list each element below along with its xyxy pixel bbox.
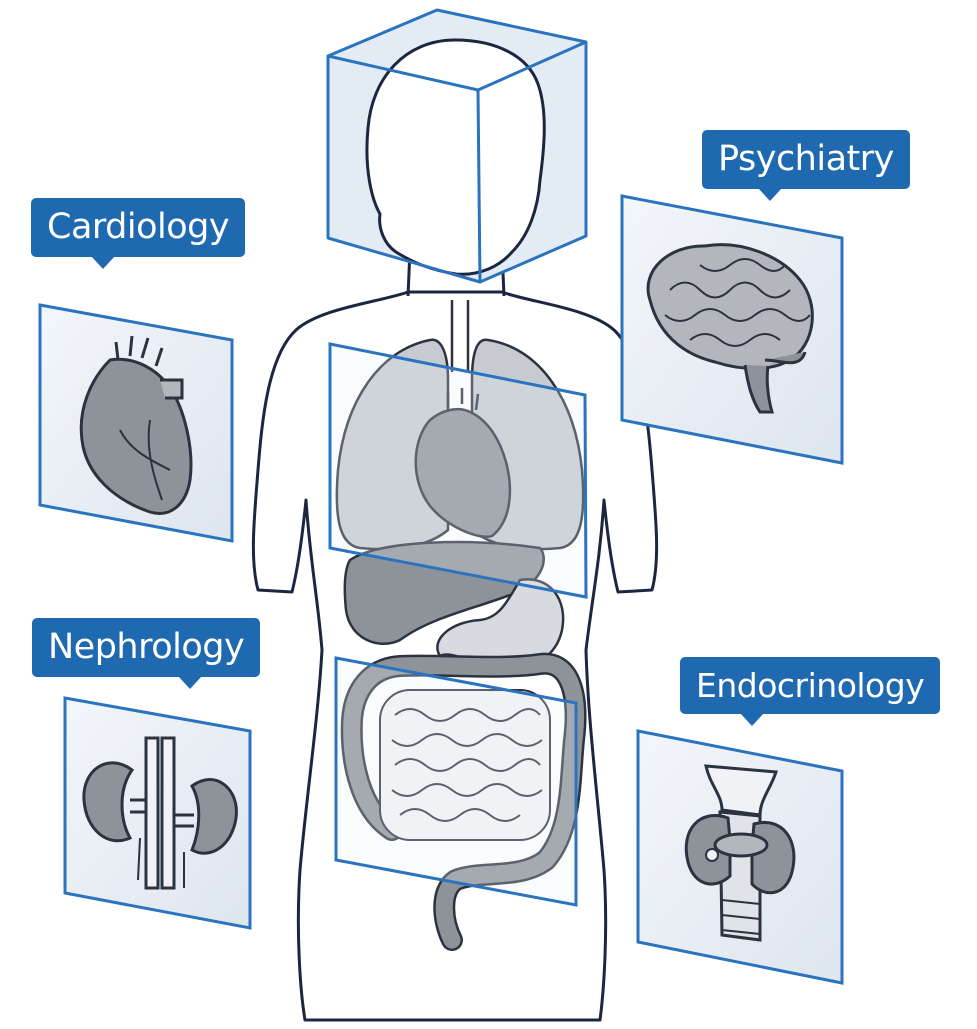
cardiology-panel: [40, 305, 232, 541]
cube-icon: [328, 10, 586, 282]
cardiology-label: Cardiology: [31, 198, 245, 257]
nephrology-panel: [65, 698, 250, 928]
endocrinology-panel: [638, 731, 842, 983]
abdomen-panel: [336, 658, 576, 905]
endocrinology-label: Endocrinology: [680, 657, 940, 714]
head-outline: [367, 40, 544, 274]
psychiatry-panel: [622, 196, 842, 463]
nephrology-label: Nephrology: [32, 618, 260, 677]
psychiatry-label: Psychiatry: [702, 130, 910, 189]
